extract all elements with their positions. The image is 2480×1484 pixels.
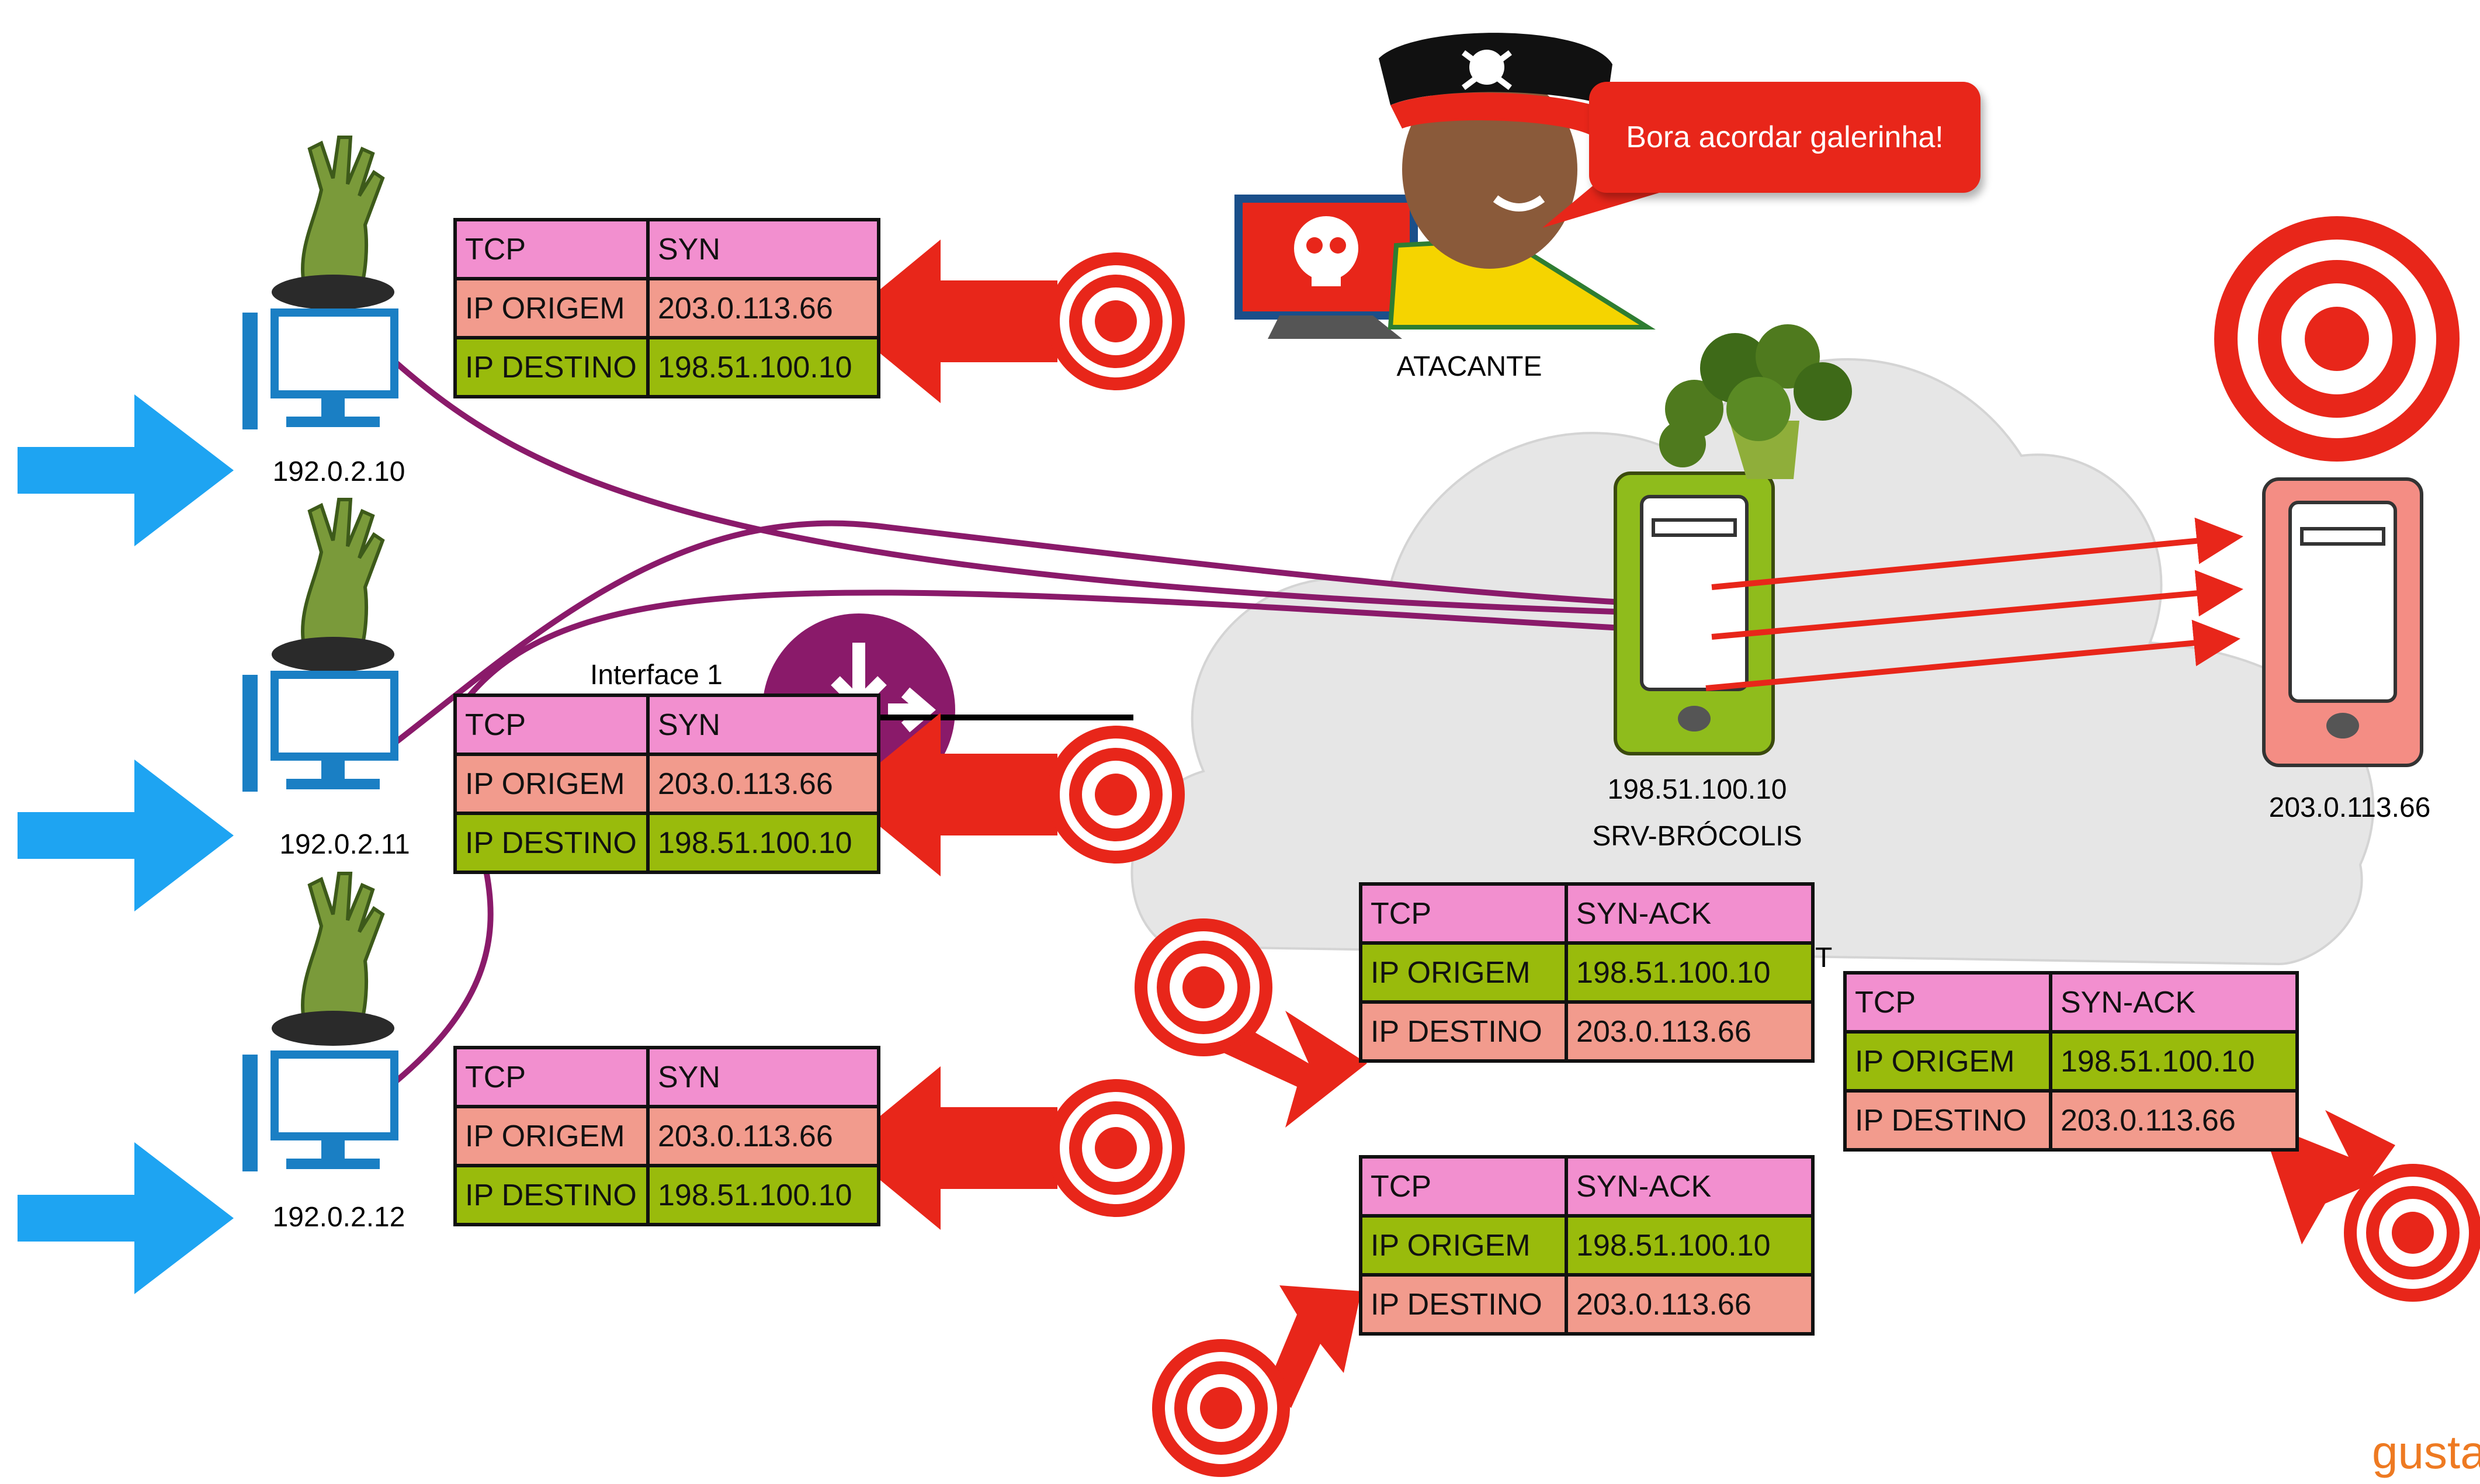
computer-icon (242, 1055, 394, 1171)
dst-label: IP DESTINO (453, 336, 650, 398)
server-icon (1614, 471, 1775, 755)
zombie-hand-icon (272, 137, 394, 310)
src-value: 203.0.113.66 (646, 1105, 880, 1167)
dst-value: 198.51.100.10 (646, 812, 880, 874)
spoofed-syn-flows (349, 351, 1677, 1119)
dst-value: 203.0.113.66 (2049, 1089, 2299, 1152)
target-icon (1152, 1339, 1290, 1477)
dst-value: 203.0.113.66 (1565, 1273, 1815, 1336)
target-icon (1047, 252, 1185, 390)
flag-value: SYN (646, 1046, 880, 1108)
blue-arrow-icon (18, 760, 234, 911)
target-icon (2344, 1164, 2480, 1302)
src-label: IP ORIGEM (453, 1105, 650, 1167)
server-ip: 198.51.100.10 (1607, 774, 1787, 805)
src-label: IP ORIGEM (1359, 941, 1568, 1004)
dst-value: 198.51.100.10 (646, 1164, 880, 1226)
flag-value: SYN-ACK (1565, 1155, 1815, 1218)
src-value: 203.0.113.66 (646, 753, 880, 815)
flag-value: SYN-ACK (2049, 971, 2299, 1034)
src-label: IP ORIGEM (453, 753, 650, 815)
synack-flow-arrows (1705, 517, 2243, 691)
dst-label: IP DESTINO (453, 812, 650, 874)
src-value: 198.51.100.10 (2049, 1030, 2299, 1093)
dst-value: 198.51.100.10 (646, 336, 880, 398)
proto-label: TCP (1359, 882, 1568, 945)
host-3-ip: 192.0.2.12 (272, 1202, 405, 1233)
speech-bubble: Bora acordar galerinha! (1589, 82, 1980, 193)
flag-value: SYN-ACK (1565, 882, 1815, 945)
proto-label: TCP (453, 1046, 650, 1108)
src-value: 203.0.113.66 (646, 277, 880, 339)
dst-label: IP DESTINO (1843, 1089, 2052, 1152)
victim-target-icon (2214, 216, 2460, 462)
target-icon (1135, 918, 1272, 1056)
server-name: SRV-BRÓCOLIS (1592, 821, 1802, 852)
blue-arrow-icon (18, 394, 234, 546)
src-value: 198.51.100.10 (1565, 941, 1815, 1004)
src-label: IP ORIGEM (1359, 1214, 1568, 1277)
computer-icon (242, 675, 394, 792)
dst-label: IP DESTINO (453, 1164, 650, 1226)
skull-monitor-icon (1234, 195, 1418, 339)
dst-label: IP DESTINO (1359, 1273, 1568, 1336)
host-2-ip: 192.0.2.11 (279, 829, 410, 860)
zombie-hand-icon (272, 873, 394, 1046)
flag-value: SYN (646, 218, 880, 280)
proto-label: TCP (1359, 1155, 1568, 1218)
attacker-icon (1234, 33, 1656, 339)
blue-arrow-icon (18, 1142, 234, 1294)
interface-label: Interface 1 (590, 660, 723, 691)
computer-icon (242, 313, 394, 429)
host-1-ip: 192.0.2.10 (272, 456, 405, 487)
src-label: IP ORIGEM (453, 277, 650, 339)
broccoli-icon (1659, 324, 1852, 479)
victim-ip: 203.0.113.66 (2269, 792, 2431, 823)
dst-label: IP DESTINO (1359, 1000, 1568, 1063)
watermark: gusta (2372, 1426, 2480, 1478)
src-value: 198.51.100.10 (1565, 1214, 1815, 1277)
dst-value: 203.0.113.66 (1565, 1000, 1815, 1063)
pirate-hat-icon (1379, 33, 1612, 134)
target-icon (1047, 1079, 1185, 1217)
target-icon (1047, 726, 1185, 864)
src-label: IP ORIGEM (1843, 1030, 2052, 1093)
attacker-label: ATACANTE (1396, 351, 1542, 382)
victim-device-icon (2262, 477, 2423, 767)
flag-value: SYN (646, 694, 880, 756)
proto-label: TCP (453, 218, 650, 280)
proto-label: TCP (453, 694, 650, 756)
proto-label: TCP (1843, 971, 2052, 1034)
zombie-hand-icon (272, 500, 394, 672)
red-arrows-syn (841, 240, 1057, 1230)
